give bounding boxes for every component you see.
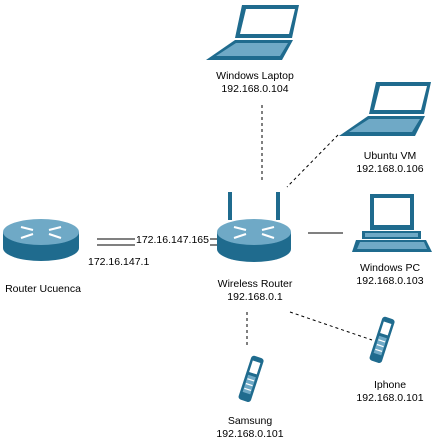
wireless-router-label: Wireless Router 192.168.0.1 xyxy=(205,278,305,304)
node-ip: 192.168.0.103 xyxy=(356,275,424,287)
uplink-ucuenca-side-ip: 172.16.147.1 xyxy=(88,256,150,268)
ubuntu-vm-label: Ubuntu VM 192.168.0.106 xyxy=(340,150,440,176)
node-name: Windows PC xyxy=(359,262,421,274)
windows-laptop-label: Windows Laptop 192.168.0.104 xyxy=(200,70,310,96)
desktop-pc-icon xyxy=(352,194,432,252)
node-ip: 192.168.0.101 xyxy=(356,392,424,404)
mobile-phone-icon xyxy=(369,316,395,363)
windows-pc-label: Windows PC 192.168.0.103 xyxy=(340,262,440,288)
node-name: Router Ucuenca xyxy=(5,283,81,295)
node-ip: 192.168.0.101 xyxy=(216,428,284,440)
link-iphone xyxy=(289,311,373,341)
iphone-label: Iphone 192.168.0.101 xyxy=(340,379,440,405)
wireless-router-icon xyxy=(217,192,291,262)
laptop-icon xyxy=(339,82,431,136)
node-ip: 192.168.0.1 xyxy=(227,291,283,303)
node-ip: 192.168.0.106 xyxy=(356,163,424,175)
node-name: Windows Laptop xyxy=(216,70,294,82)
node-name: Wireless Router xyxy=(217,278,293,290)
router-icon xyxy=(3,219,79,261)
samsung-label: Samsung 192.168.0.101 xyxy=(200,415,300,441)
uplink-router-side-ip: 172.16.147.165 xyxy=(135,234,210,246)
node-name: Iphone xyxy=(373,379,407,391)
node-ip: 192.168.0.104 xyxy=(221,83,289,95)
link-ubuntu-vm xyxy=(286,134,339,188)
node-name: Samsung xyxy=(227,415,273,427)
laptop-icon xyxy=(206,5,299,60)
mobile-phone-icon xyxy=(238,355,264,402)
node-name: Ubuntu VM xyxy=(363,150,417,162)
router-ucuenca-label: Router Ucuenca xyxy=(0,283,86,296)
